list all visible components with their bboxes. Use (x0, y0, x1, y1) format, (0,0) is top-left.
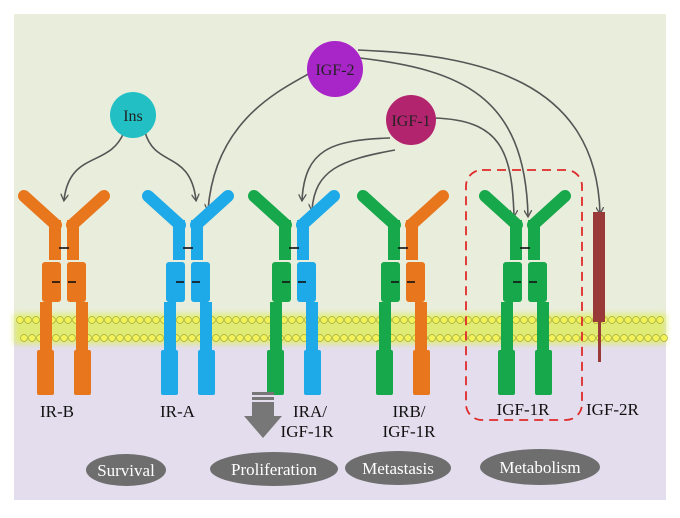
ira-igf1r-receptor (248, 190, 340, 395)
cell-membrane (14, 314, 668, 344)
outcome-metastasis: Metastasis (345, 451, 451, 485)
label-ir-a: IR-A (160, 402, 195, 421)
label-igf1r: IGF-1R (496, 400, 550, 419)
arrow-igf2-to-ira (208, 71, 313, 210)
outcome-metabolism: Metabolism (480, 449, 600, 485)
label-igf2r: IGF-2R (586, 400, 639, 419)
svg-text:IGF-2: IGF-2 (315, 62, 354, 79)
label-irb-igf1r-line1: IRB/ (392, 402, 426, 421)
svg-text:Metabolism: Metabolism (499, 458, 580, 477)
ir-a-receptor (142, 190, 234, 395)
svg-text:Proliferation: Proliferation (231, 460, 317, 479)
down-arrow-icon (244, 392, 282, 438)
ligand-ins: Ins (110, 92, 156, 138)
label-irb-igf1r-line2: IGF-1R (382, 422, 436, 441)
arrow-igf2-to-igf1r (359, 57, 528, 216)
arrow-igf1-to-ira-igf1r (302, 137, 391, 200)
svg-text:Ins: Ins (123, 108, 143, 125)
igf2r-receptor (593, 212, 605, 362)
label-ira-igf1r-line2: IGF-1R (280, 422, 334, 441)
outcome-survival: Survival (86, 454, 166, 486)
outcome-proliferation: Proliferation (210, 452, 338, 486)
svg-text:IGF-1: IGF-1 (391, 113, 430, 130)
ligand-igf1: IGF-1 (386, 95, 436, 145)
label-ira-igf1r-line1: IRA/ (293, 402, 327, 421)
arrow-ins-to-irb (64, 131, 125, 200)
ir-b-receptor (18, 190, 110, 395)
arrow-igf1-to-irb-igf1r (312, 149, 396, 210)
arrow-igf2-to-igf2r (357, 49, 600, 213)
igf1r-highlight-box (465, 169, 583, 421)
binding-arrows (64, 49, 600, 216)
ligand-igf2: IGF-2 (307, 41, 363, 97)
igf1r-receptor (479, 190, 571, 395)
arrow-ins-to-ira (144, 131, 196, 200)
irb-igf1r-receptor (357, 190, 449, 395)
svg-text:Metastasis: Metastasis (362, 459, 434, 478)
arrow-igf1-to-igf1r-a (433, 117, 514, 216)
label-ir-b: IR-B (40, 402, 74, 421)
svg-text:Survival: Survival (97, 461, 155, 480)
